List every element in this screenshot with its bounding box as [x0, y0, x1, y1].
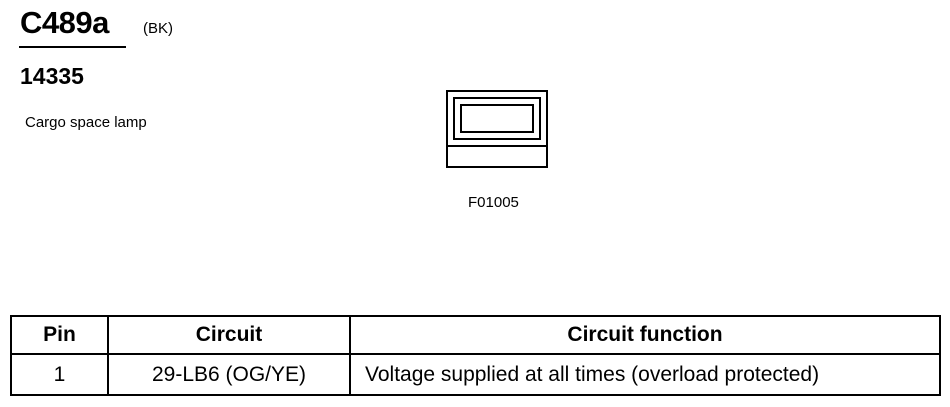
- connector-terminal-slot: [460, 104, 534, 133]
- part-number: 14335: [20, 63, 84, 89]
- header-circuit-function: Circuit function: [349, 315, 941, 355]
- connector-face-icon: [446, 90, 548, 168]
- connector-housing: [446, 90, 548, 168]
- table-row: 1 29-LB6 (OG/YE) Voltage supplied at all…: [10, 353, 941, 396]
- cell-circuit: 29-LB6 (OG/YE): [107, 353, 351, 396]
- table-header-row: Pin Circuit Circuit function: [10, 315, 941, 355]
- connector-id-underline: [19, 46, 126, 48]
- figure-id: F01005: [468, 194, 519, 211]
- pin-table: Pin Circuit Circuit function 1 29-LB6 (O…: [10, 315, 941, 396]
- component-name: Cargo space lamp: [25, 114, 147, 131]
- connector-color: (BK): [143, 20, 173, 37]
- cell-pin: 1: [10, 353, 109, 396]
- connector-inner-frame: [453, 97, 541, 140]
- header-pin: Pin: [10, 315, 109, 355]
- header-circuit: Circuit: [107, 315, 351, 355]
- connector-id: C489a: [20, 5, 109, 40]
- cell-circuit-function: Voltage supplied at all times (overload …: [349, 353, 941, 396]
